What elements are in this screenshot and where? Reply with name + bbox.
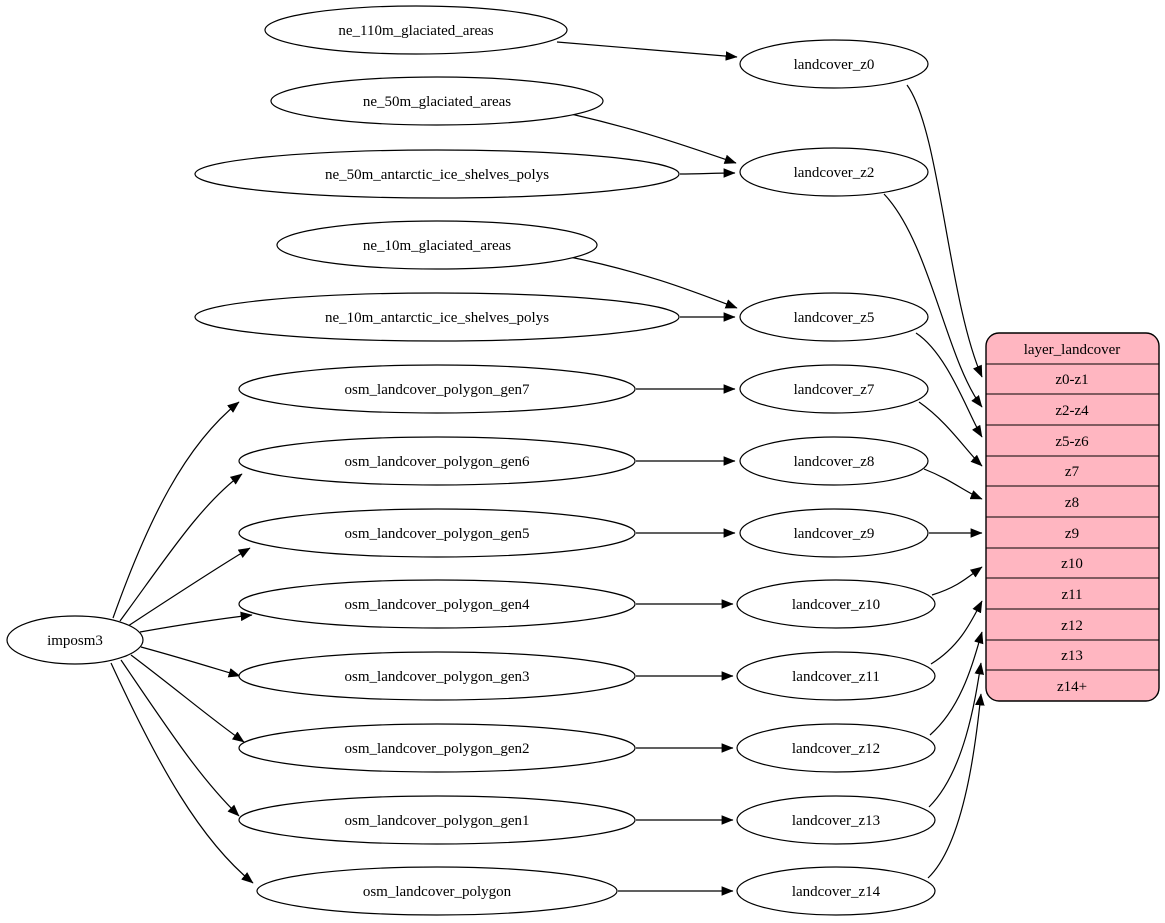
node-landcover-z13: landcover_z13	[736, 795, 936, 845]
node-label: osm_landcover_polygon_gen7	[345, 382, 530, 398]
layer-row-z11: z11	[1061, 587, 1082, 603]
node-ne-110m-glaciated-areas: ne_110m_glaciated_areas	[264, 5, 568, 55]
node-label: landcover_z5	[794, 310, 875, 326]
edge-imposm3-to-gen4	[139, 611, 253, 633]
node-osm-landcover-polygon-gen3: osm_landcover_polygon_gen3	[238, 651, 636, 701]
edge-imposm3-to-gen3	[140, 646, 241, 678]
edge-imposm3-to-gen6	[119, 473, 243, 622]
node-ne-10m-antarctic-ice-shelves-polys: ne_10m_antarctic_ice_shelves_polys	[194, 292, 680, 342]
node-label: osm_landcover_polygon	[363, 884, 512, 900]
layer-row-z12: z12	[1061, 618, 1083, 634]
node-osm-landcover-polygon-gen4: osm_landcover_polygon_gen4	[238, 579, 636, 629]
layer-row-z2-z4: z2-z4	[1055, 403, 1089, 419]
node-osm-landcover-polygon-gen6: osm_landcover_polygon_gen6	[238, 436, 636, 486]
node-osm-landcover-polygon-gen2: osm_landcover_polygon_gen2	[238, 723, 636, 773]
node-label: landcover_z9	[794, 526, 875, 542]
node-label: imposm3	[47, 633, 103, 649]
node-imposm3: imposm3	[6, 615, 144, 665]
node-label: osm_landcover_polygon_gen2	[345, 741, 530, 757]
edge-imposm3-to-polygon	[110, 662, 254, 884]
edge-z10-to-row-z10	[931, 566, 983, 596]
node-ne-10m-glaciated-areas: ne_10m_glaciated_areas	[276, 220, 598, 270]
node-landcover-z9: landcover_z9	[739, 508, 929, 558]
node-label: landcover_z2	[794, 165, 875, 181]
node-landcover-z12: landcover_z12	[736, 723, 936, 773]
edge-imposm3-to-gen1	[120, 659, 240, 817]
edge-imposm3-to-gen2	[130, 654, 245, 743]
edge-imposm3-to-gen5	[127, 547, 251, 627]
layer-row-z5-z6: z5-z6	[1055, 434, 1089, 450]
node-landcover-z11: landcover_z11	[736, 651, 936, 701]
edges	[110, 41, 985, 896]
nodes: imposm3 ne_110m_glaciated_areas ne_50m_g…	[6, 5, 1160, 916]
edge-ne110m-to-z0	[556, 41, 738, 61]
layer-title: layer_landcover	[1024, 342, 1121, 358]
edge-imposm3-to-gen7	[112, 401, 240, 619]
node-label: ne_10m_glaciated_areas	[363, 238, 511, 254]
node-label: landcover_z8	[794, 454, 875, 470]
layer-row-z10: z10	[1061, 556, 1083, 572]
node-osm-landcover-polygon: osm_landcover_polygon	[256, 866, 618, 916]
edge-z14-to-row-z14	[927, 693, 985, 879]
layer-row-z14: z14+	[1057, 679, 1087, 695]
edge-z8-to-row-z8	[923, 468, 983, 500]
node-landcover-z8: landcover_z8	[739, 436, 929, 486]
node-landcover-z7: landcover_z7	[739, 364, 929, 414]
edge-z7-to-row-z7	[918, 401, 983, 467]
node-ne-50m-glaciated-areas: ne_50m_glaciated_areas	[270, 76, 604, 126]
node-label: osm_landcover_polygon_gen6	[345, 454, 530, 470]
node-osm-landcover-polygon-gen1: osm_landcover_polygon_gen1	[238, 795, 636, 845]
edge-ne10m-to-z5	[564, 255, 738, 309]
node-label: landcover_z0	[794, 57, 875, 73]
node-osm-landcover-polygon-gen5: osm_landcover_polygon_gen5	[238, 508, 636, 558]
layer-row-z0-z1: z0-z1	[1055, 372, 1088, 388]
layer-row-z13: z13	[1061, 648, 1083, 664]
layer-row-z9: z9	[1065, 526, 1079, 542]
node-landcover-z10: landcover_z10	[736, 579, 936, 629]
node-label: landcover_z10	[792, 597, 880, 613]
node-landcover-z14: landcover_z14	[736, 866, 936, 916]
node-label: landcover_z7	[794, 382, 875, 398]
node-landcover-z5: landcover_z5	[739, 292, 929, 342]
node-landcover-z0: landcover_z0	[739, 39, 929, 89]
node-label: ne_50m_antarctic_ice_shelves_polys	[325, 167, 549, 183]
edge-z13-to-row-z13	[928, 662, 985, 808]
edge-z12-to-row-z12	[929, 631, 984, 736]
node-label: ne_110m_glaciated_areas	[338, 23, 493, 39]
layer-row-z8: z8	[1065, 495, 1079, 511]
edge-z2-to-row-z2z4	[883, 193, 983, 408]
node-label: osm_landcover_polygon_gen1	[345, 813, 530, 829]
edge-z5-to-row-z5z6	[915, 332, 983, 438]
node-label: osm_landcover_polygon_gen4	[345, 597, 530, 613]
node-label: landcover_z12	[792, 741, 880, 757]
node-label: ne_10m_antarctic_ice_shelves_polys	[325, 310, 549, 326]
edge-z0-to-row-z0z1	[906, 84, 983, 378]
node-ne-50m-antarctic-ice-shelves-polys: ne_50m_antarctic_ice_shelves_polys	[194, 149, 680, 199]
edge-ne50m-to-z2	[570, 113, 737, 164]
node-landcover-z2: landcover_z2	[739, 147, 929, 197]
edge-z11-to-row-z11	[930, 600, 983, 665]
node-label: landcover_z11	[792, 669, 880, 685]
node-osm-landcover-polygon-gen7: osm_landcover_polygon_gen7	[238, 364, 636, 414]
node-label: ne_50m_glaciated_areas	[363, 94, 511, 110]
node-label: osm_landcover_polygon_gen3	[345, 669, 530, 685]
node-layer-landcover: layer_landcover z0-z1 z2-z4 z5-z6 z7 z8 …	[985, 332, 1160, 702]
node-label: osm_landcover_polygon_gen5	[345, 526, 530, 542]
edge-ne50m-antarctic-to-z2	[679, 168, 736, 178]
node-label: landcover_z14	[792, 884, 881, 900]
layer-row-z7: z7	[1065, 464, 1080, 480]
node-label: landcover_z13	[792, 813, 880, 829]
